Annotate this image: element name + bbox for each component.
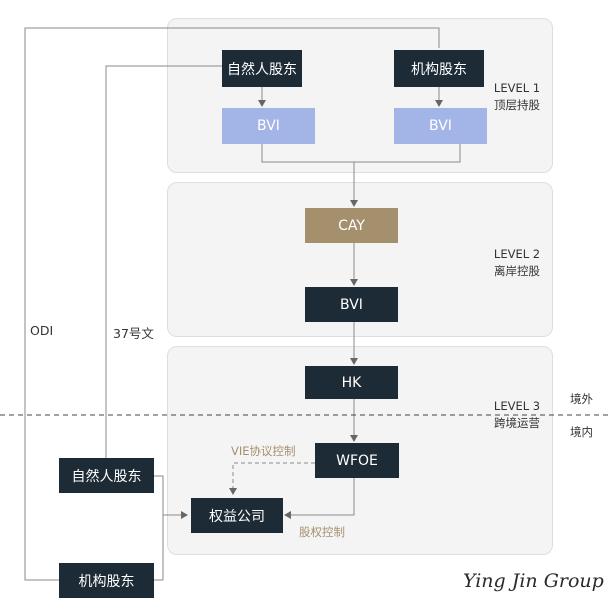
domestic-label: 境内 (570, 425, 593, 439)
natural-person-shareholder-offshore: 自然人股东 (222, 50, 302, 87)
natural-person-shareholder-domestic: 自然人股东 (59, 458, 154, 493)
equity-company-node: 权益公司 (191, 498, 283, 533)
vie-control-label: VIE协议控制 (231, 444, 296, 458)
institution-shareholder-domestic: 机构股东 (59, 563, 154, 598)
level1-label: LEVEL 1 顶层持股 (480, 80, 554, 114)
bvi-middle-node: BVI (305, 287, 398, 322)
circular37-label: 37号文 (113, 326, 154, 341)
brand-signature: Ying Jin Group (463, 570, 604, 592)
level3-name: 跨境运营 (494, 416, 540, 430)
level1-title: LEVEL 1 (493, 81, 541, 95)
edge-vie-control (229, 462, 315, 495)
level3-label: LEVEL 3 跨境运营 (480, 398, 554, 432)
level2-title: LEVEL 2 (493, 247, 541, 261)
edge-circular37 (105, 65, 222, 458)
level2-name: 离岸控股 (494, 264, 540, 278)
equity-control-label: 股权控制 (299, 525, 345, 539)
edge-bvis-merge (261, 144, 461, 163)
overseas-label: 境外 (570, 392, 593, 406)
edge-wfoe-equity-control (284, 478, 355, 519)
hk-node: HK (305, 366, 398, 399)
level1-name: 顶层持股 (494, 98, 540, 112)
cay-node: CAY (305, 208, 398, 243)
institution-shareholder-offshore: 机构股东 (394, 50, 484, 87)
edge-odi (24, 27, 440, 581)
level1-panel (167, 18, 553, 173)
bvi-right-node: BVI (394, 108, 487, 144)
level3-title: LEVEL 3 (493, 399, 541, 413)
level2-label: LEVEL 2 离岸控股 (480, 246, 554, 280)
bvi-left-node: BVI (222, 108, 315, 144)
wfoe-node: WFOE (315, 443, 399, 478)
edge-domestic-shareholders (154, 475, 164, 580)
odi-label: ODI (30, 323, 54, 338)
